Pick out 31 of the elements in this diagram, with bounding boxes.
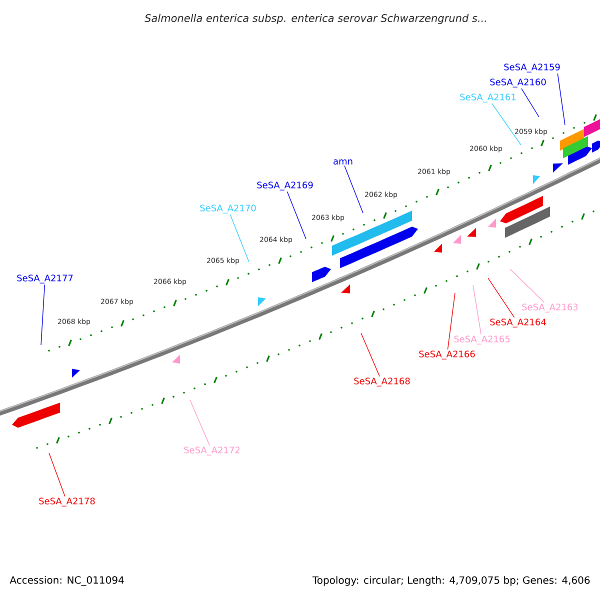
gene-label: SeSA_A2177: [17, 274, 73, 284]
title: Salmonella enterica subsp. enterica serovar Schwarzengrund s...: [144, 14, 486, 24]
gene-label: SeSA_A2163: [522, 304, 578, 312]
leader-line: [521, 88, 540, 118]
footer-text: Accession: NC_011094: [10, 576, 124, 586]
gene-label: SeSA_A2170: [200, 204, 256, 214]
leader-line: [286, 191, 306, 240]
gene-label: SeSA_A2159: [504, 64, 560, 72]
gene-label: amn: [334, 159, 352, 165]
leader-line: [344, 165, 364, 214]
leader-line: [557, 73, 566, 126]
leader-line: [447, 292, 456, 350]
gene-label: SeSA_A2161: [460, 94, 516, 102]
gene-label: SeSA_A2164: [490, 318, 546, 328]
gene-label: SeSA_A2169: [257, 182, 313, 190]
leader-line: [190, 400, 210, 446]
leader-line: [40, 284, 46, 346]
gene-label: SeSA_A2172: [184, 446, 240, 456]
leader-line: [360, 332, 380, 377]
gene-label: SeSA_A2165: [454, 336, 510, 344]
leader-line: [230, 214, 250, 262]
gene-label: SeSA_A2168: [354, 378, 410, 386]
gene-label: SeSA_A2178: [39, 498, 95, 506]
leader-line: [48, 452, 66, 497]
leader-line: [492, 103, 522, 146]
leader-line: [488, 278, 515, 318]
leader-line: [472, 284, 482, 335]
gene-label: SeSA_A2160: [490, 78, 546, 88]
footer-text: Topology: circular; Length: 4,709,075 bp; Genes: 4,606: [312, 576, 590, 586]
leader-line: [510, 268, 545, 303]
gene-label: SeSA_A2166: [419, 350, 475, 360]
